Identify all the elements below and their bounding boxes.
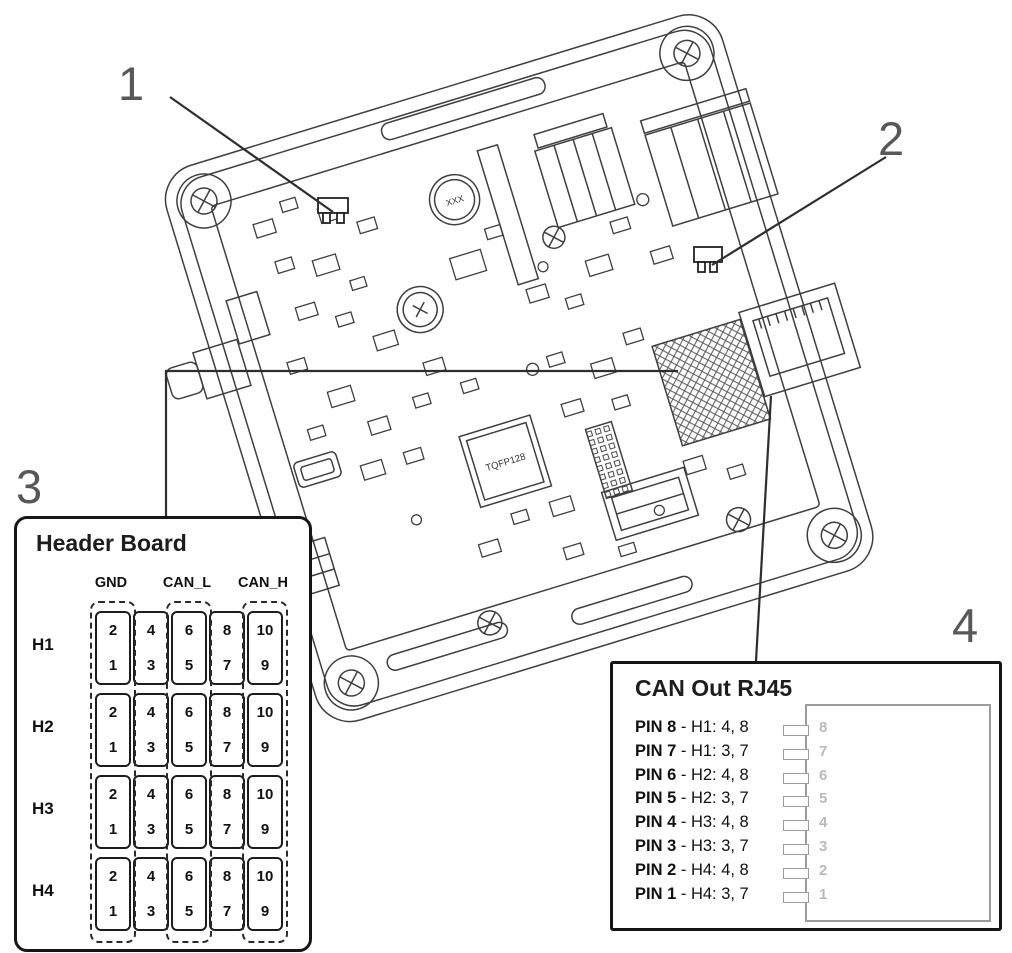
pin-header: [584, 420, 634, 500]
header-row-label: H4: [32, 881, 54, 900]
shielded-module: [600, 466, 700, 542]
jack-pin-stub: [783, 748, 809, 760]
callout-number-3: 3: [16, 460, 43, 513]
jack-pin-number: 2: [819, 861, 828, 879]
jack-pin-number: 8: [819, 719, 828, 736]
canout-pin-row: PIN 1 - H4: 3, 7: [635, 884, 749, 903]
callout-line-1: [169, 96, 334, 213]
jack-pin-number: 3: [819, 838, 828, 855]
pcb-screw-icon: [477, 225, 752, 636]
canout-pin-row: PIN 2 - H4: 4, 8: [635, 860, 749, 879]
enclosure-inner-outline: [180, 29, 859, 707]
canout-jack: [805, 704, 991, 922]
can-out-panel: CAN Out RJ45 PIN 8 - H1: 4, 8 PIN 7 - H1:…: [610, 661, 1002, 931]
jack-pin-stub: [783, 820, 809, 832]
jack-pin-stub: [783, 725, 809, 736]
callout-line-4: [754, 395, 773, 662]
chip-label: TQFP128: [484, 451, 527, 474]
header-row-label: H2: [32, 717, 54, 736]
callout-line-2: [711, 156, 887, 266]
gnd-column-label: GND: [94, 575, 128, 591]
canout-pin-row: PIN 7 - H1: 3, 7: [635, 741, 749, 760]
canout-pin-row: PIN 3 - H3: 3, 7: [635, 836, 749, 855]
case-slot: [386, 621, 509, 671]
jumper-2: [693, 246, 723, 273]
header-row-label: H1: [32, 635, 54, 654]
canout-pin-row: PIN 6 - H2: 4, 8: [635, 765, 749, 784]
capacitor: XXX: [428, 173, 481, 226]
callout-number-1: 1: [118, 57, 145, 110]
header-board-title: Header Board: [36, 530, 187, 556]
callout-number-4: 4: [952, 599, 979, 652]
jack-pin-number: 7: [819, 742, 828, 760]
dc-jack: [165, 338, 252, 400]
capacitor-label: XXX: [445, 193, 465, 208]
jack-pin-stub: [783, 772, 809, 784]
jack-pin-number: 5: [819, 790, 828, 808]
jack-pin-stub: [783, 796, 809, 808]
enclosure-outline: [164, 14, 874, 723]
callout-line-3: [164, 369, 678, 516]
heatsink: [651, 318, 772, 447]
mounting-screw-icon: [176, 25, 863, 711]
jack-pin-number: 6: [819, 766, 828, 784]
can-out-title: CAN Out RJ45: [635, 675, 793, 701]
canh-column-label: CAN_H: [238, 575, 288, 591]
canout-pin-list: PIN 8 - H1: 4, 8 PIN 7 - H1: 3, 7 PIN 6 - …: [635, 716, 749, 906]
tall-connector: [476, 143, 540, 286]
canl-column-label: CAN_L: [162, 575, 212, 591]
jumper-1: [317, 197, 349, 224]
jack-pin-stub: [783, 844, 809, 855]
header-row-label: H3: [32, 799, 54, 818]
case-slot: [571, 575, 693, 626]
jack-pin-stub: [783, 867, 809, 879]
case-slot: [380, 76, 546, 141]
main-chip: TQFP128: [458, 414, 553, 509]
canout-pin-row: PIN 5 - H2: 3, 7: [635, 789, 749, 808]
jack-pin-stub: [783, 891, 809, 903]
canout-pin-row: PIN 8 - H1: 4, 8: [635, 718, 749, 736]
canout-pin-row: PIN 4 - H3: 4, 8: [635, 813, 749, 832]
callout-number-2: 2: [878, 112, 905, 165]
terminal-blocks: [533, 87, 779, 229]
rj45-jack: [738, 282, 862, 398]
jack-pin-number: 4: [819, 814, 828, 832]
side-connector: [225, 290, 271, 345]
inductor: [396, 285, 444, 334]
pcb-outline: [211, 61, 820, 651]
jack-pin-number: 1: [819, 885, 828, 903]
usb-connector: [293, 451, 342, 488]
callout-lines: [164, 96, 887, 662]
